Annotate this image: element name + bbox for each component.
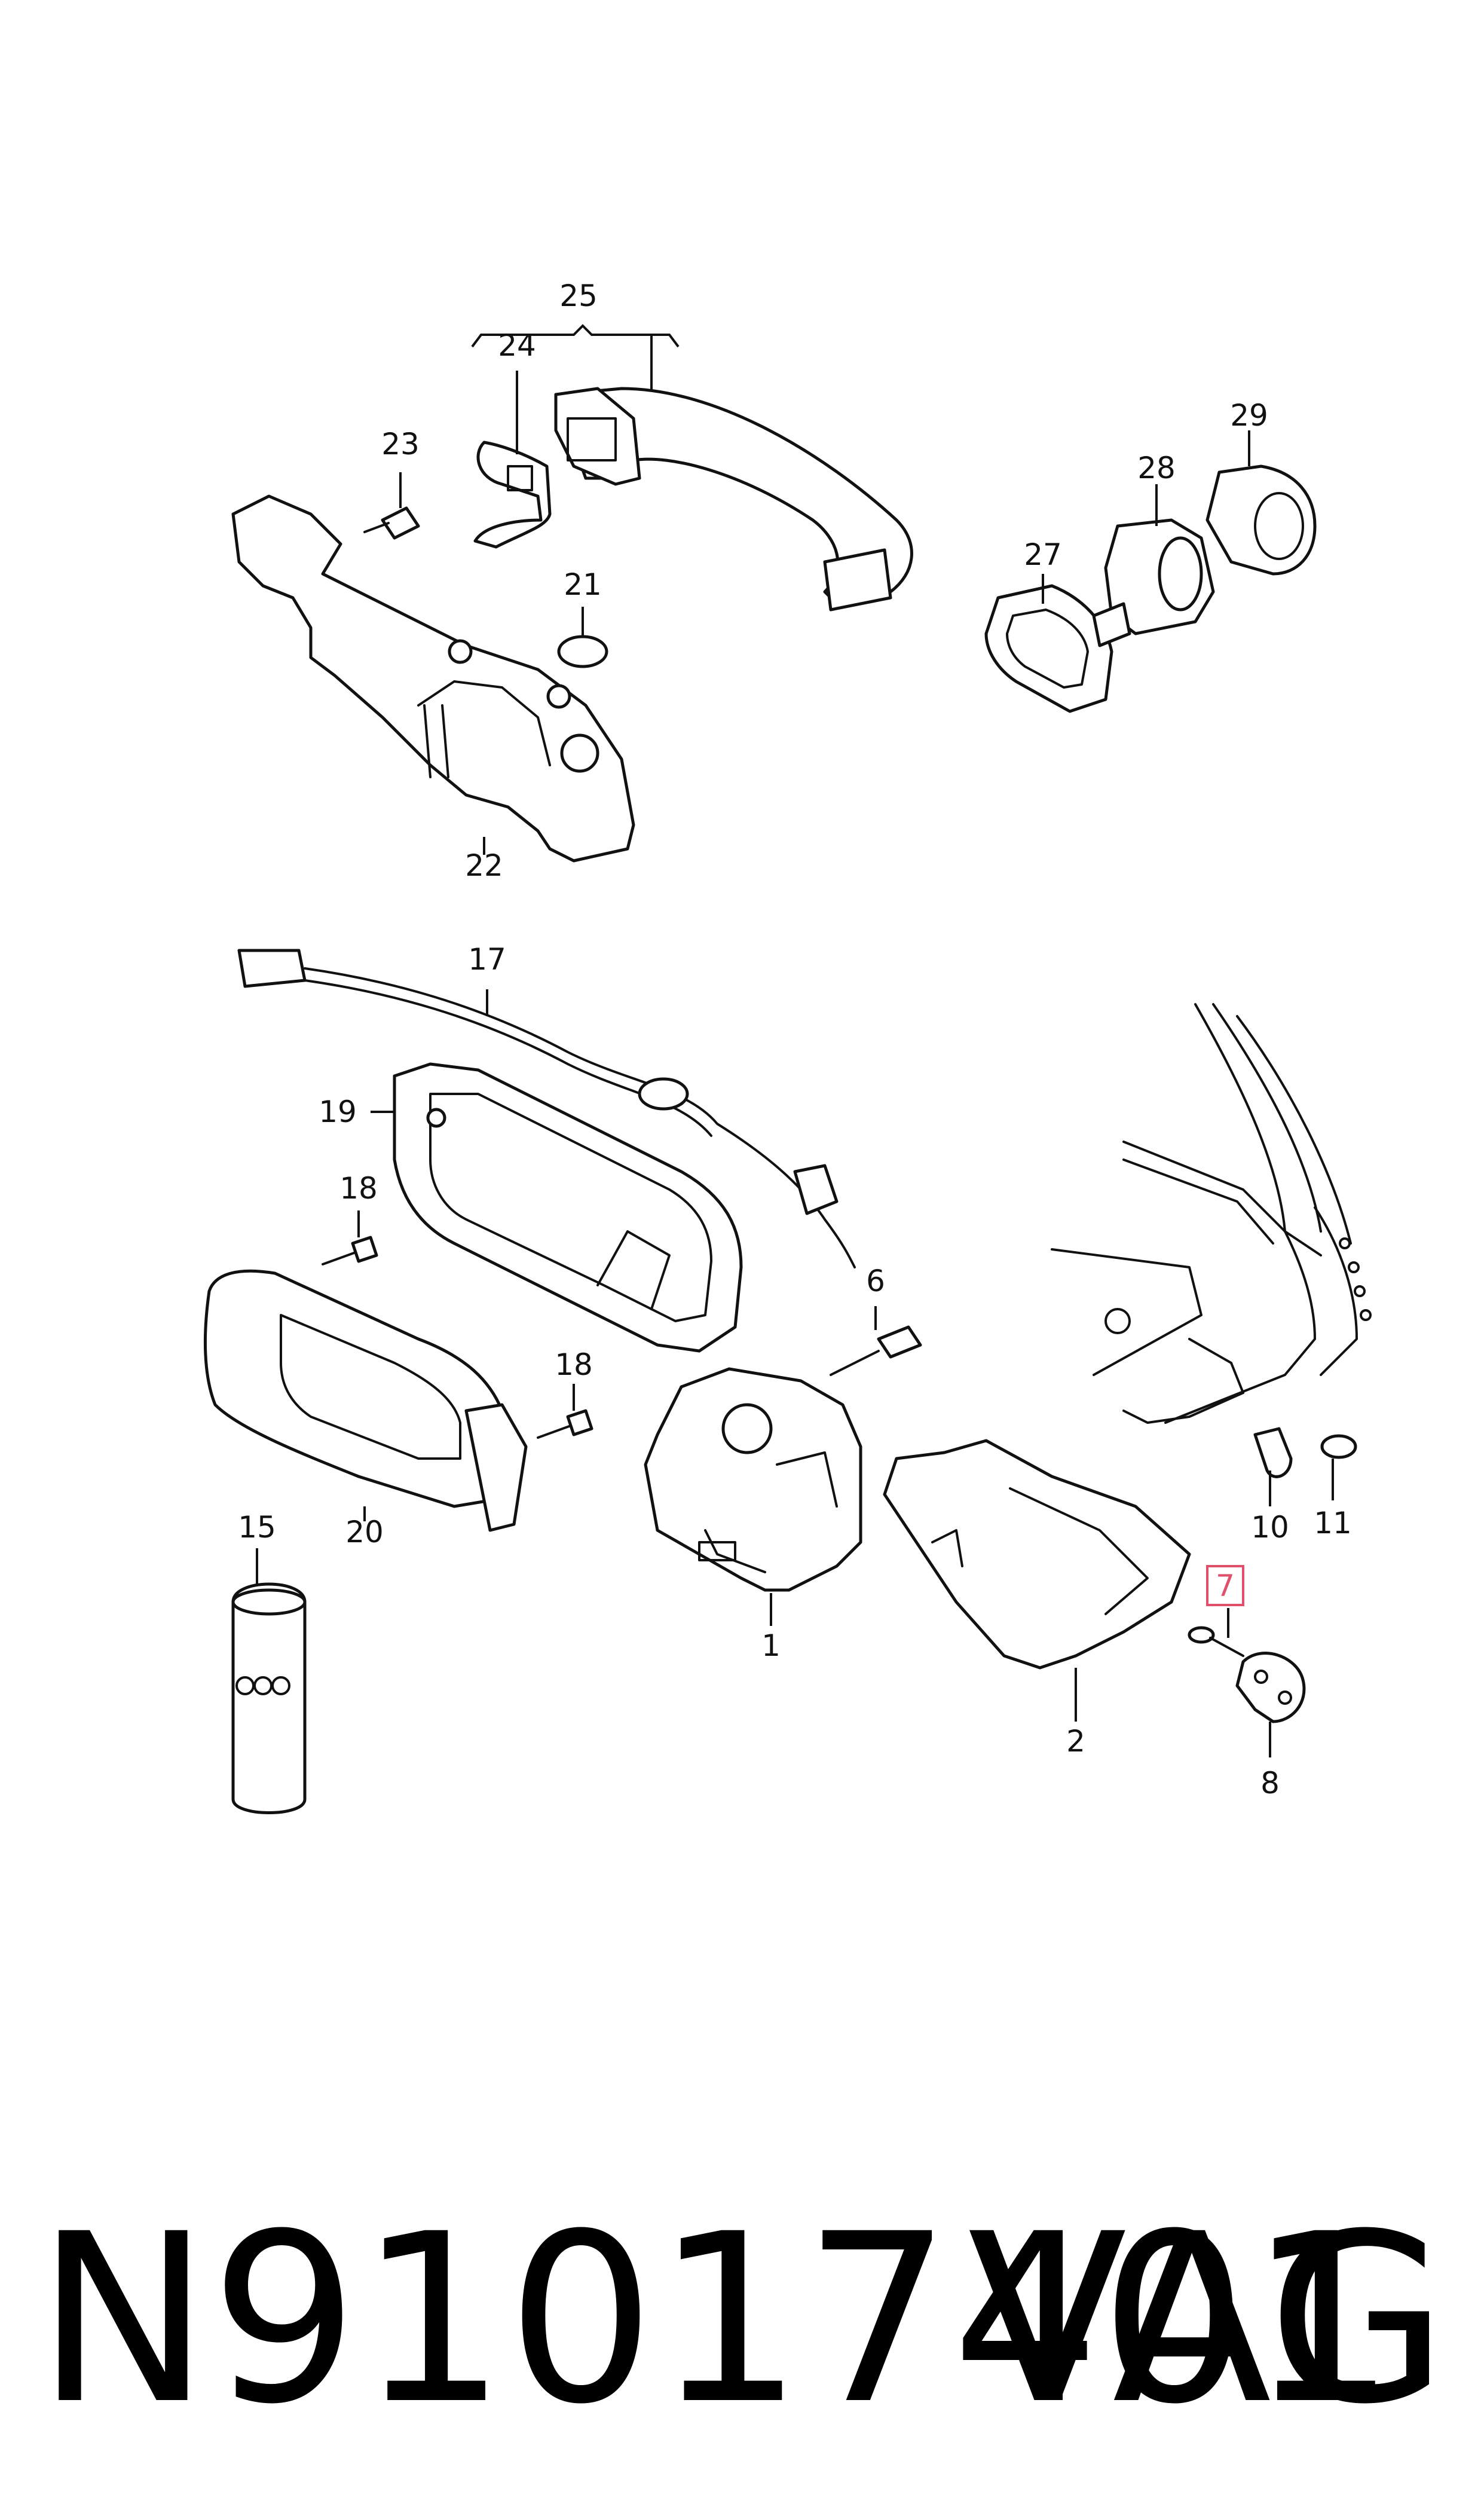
part-28-cylinder — [1092, 484, 1215, 647]
part-22-carrier — [231, 494, 635, 863]
callout-23: 23 — [381, 427, 420, 461]
door-frame — [1051, 1003, 1372, 1424]
callout-11: 11 — [1314, 1506, 1352, 1540]
callout-25: 25 — [559, 279, 598, 313]
part-1-lock — [644, 1367, 862, 1626]
callout-22: 22 — [465, 848, 503, 883]
part-number: N91017401 — [36, 2184, 1397, 2455]
callout-7: 7 — [1216, 1569, 1235, 1603]
part-8-plate — [1235, 1652, 1306, 1757]
callout-19: 19 — [319, 1095, 357, 1129]
part-20-inner-handle — [203, 1269, 528, 1532]
callout-28: 28 — [1137, 451, 1176, 485]
callout-2: 2 — [1066, 1724, 1085, 1759]
part-18b-screw — [537, 1384, 593, 1439]
callout-20: 20 — [345, 1515, 384, 1549]
part-6-pin — [830, 1306, 922, 1376]
callout-24: 24 — [498, 328, 536, 363]
part-25-exterior-handle — [554, 387, 913, 612]
callout-1: 1 — [761, 1628, 781, 1663]
callout-10: 10 — [1251, 1510, 1289, 1545]
part-11-grommet — [1320, 1434, 1357, 1500]
part-7-screw — [1188, 1608, 1244, 1657]
callout-labels: 25 24 23 21 22 29 28 27 17 19 18 18 20 1… — [238, 279, 1352, 1800]
callout-7-highlight-box — [1206, 1565, 1244, 1606]
callout-17: 17 — [468, 942, 506, 977]
bracket-25 — [471, 324, 680, 395]
part-27-seal — [984, 574, 1113, 713]
part-23-screw — [363, 472, 420, 540]
callout-27: 27 — [1024, 537, 1062, 572]
part-2-bracket — [883, 1439, 1191, 1722]
part-17-cable — [237, 949, 856, 1268]
part-19-frame — [371, 1062, 743, 1353]
part-15-spray-can — [231, 1548, 307, 1814]
callout-8: 8 — [1260, 1766, 1280, 1800]
callout-21: 21 — [564, 567, 602, 602]
callout-6: 6 — [866, 1264, 885, 1298]
part-24-clip — [473, 371, 552, 549]
callout-18-upper: 18 — [339, 1171, 378, 1206]
part-29-cap — [1205, 430, 1317, 576]
part-21-ring — [557, 607, 608, 668]
callout-29: 29 — [1230, 398, 1268, 433]
part-10-clip — [1253, 1427, 1293, 1506]
brand-name: VAG — [968, 2184, 1448, 2455]
callout-15: 15 — [238, 1510, 276, 1545]
part-18a-screw — [322, 1210, 378, 1265]
callout-18-lower: 18 — [555, 1347, 593, 1382]
